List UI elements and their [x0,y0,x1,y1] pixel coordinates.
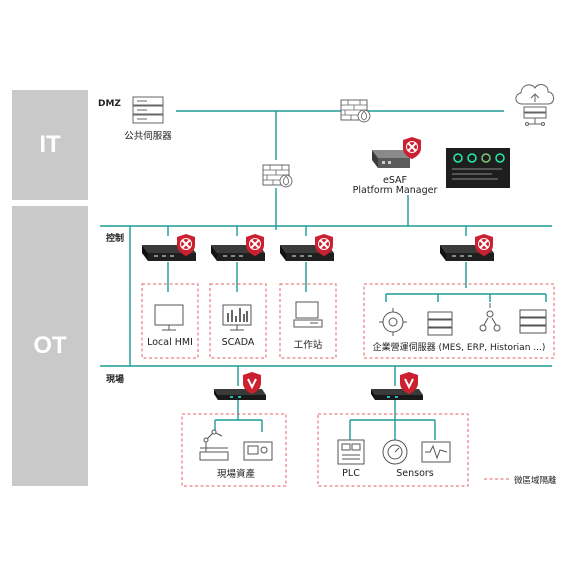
ot-zone-panel: OT [12,206,88,486]
ot-zone-label: OT [33,332,67,359]
hmi-monitor-icon [154,304,184,331]
workstation-label: 工作站 [293,340,323,351]
scada-label: SCADA [221,337,255,348]
plc-icon [337,439,365,465]
cloud-icon [515,84,555,126]
robot-arm-icon [199,429,229,461]
it-zone-panel: IT [12,90,88,200]
enterprise-gear-icon [379,308,407,336]
field-gateway-1 [214,389,266,400]
dmz-label: DMZ [98,99,121,109]
field-gateway-2 [371,389,423,400]
dmz-firewall-icon [340,99,371,123]
enterprise-server-icon [427,311,453,336]
esaf-label-line2: Platform Manager [352,185,438,196]
local-hmi-label: Local HMI [147,337,193,348]
it-zone-label: IT [39,131,61,158]
esaf-label-line1: eSAF [382,175,407,186]
enterprise-server-label: 企業營運伺服器 (MES, ERP, Historian ...) [372,343,546,353]
sensors-label: Sensors [396,468,434,479]
machine-tool-icon [243,441,273,461]
it-firewall-icon [262,164,293,188]
scada-monitor-icon [222,304,252,331]
micro-segment-boxes [141,283,555,487]
dashboard-monitor-icon [446,148,510,188]
enterprise-storage-icon [519,309,547,334]
workstation-icon [293,301,323,328]
public-server-icon [132,96,164,124]
public-server-label: 公共伺服器 [124,131,172,142]
control-bus-lines [100,195,552,366]
esaf-appliance-icon [372,150,410,168]
plc-label: PLC [342,468,360,479]
enterprise-users-icon [479,303,501,332]
field-bus-lines [100,365,552,440]
legend-label: 微區域隔離 [514,476,557,486]
control-level-label: 控制 [106,234,125,244]
field-assets-label: 現場資產 [216,469,255,480]
gauge-sensor-icon [382,439,408,465]
field-level-label: 現場 [106,375,125,385]
waveform-sensor-icon [421,441,451,463]
